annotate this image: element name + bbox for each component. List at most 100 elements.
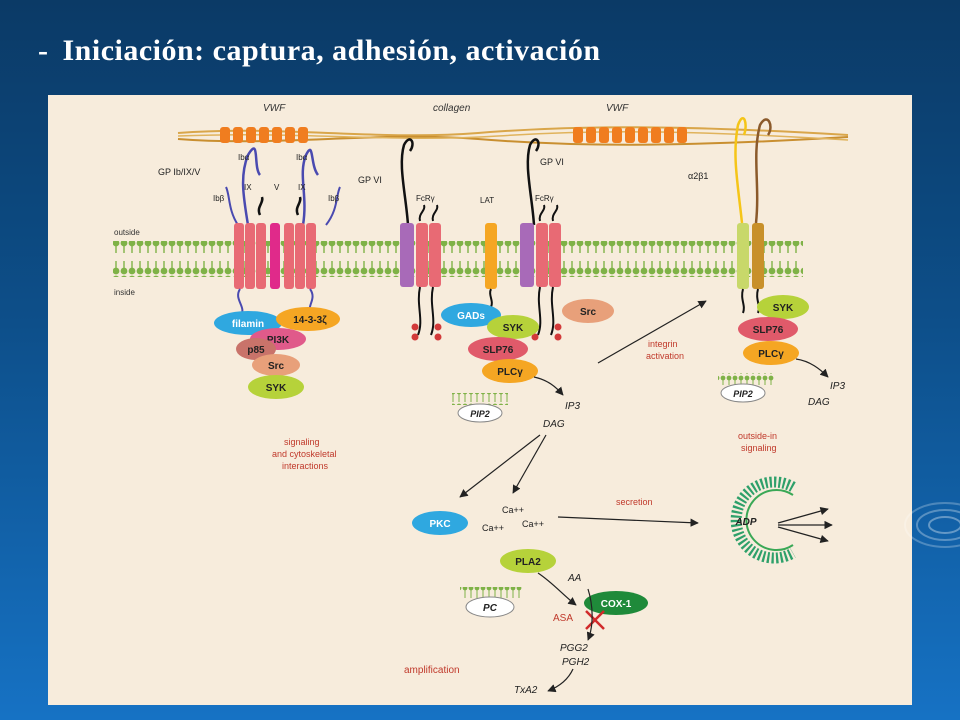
arrow-adp-release-3 xyxy=(777,526,829,544)
syk-mid-node xyxy=(487,315,539,339)
label-plc-right: PLCγ xyxy=(758,349,784,360)
label-p85: p85 xyxy=(247,345,265,356)
cox1-node xyxy=(584,591,648,615)
label-adp: ADP xyxy=(734,517,756,528)
label-syk-right: SYK xyxy=(773,303,794,314)
src-right-node xyxy=(562,299,614,323)
label-filamin: filamin xyxy=(232,319,264,330)
arrow-plc-to-ip3 xyxy=(533,376,564,396)
label-syk-left: SYK xyxy=(266,383,287,394)
label-gp-ib-ix-v: GP Ib/IX/V xyxy=(158,167,200,177)
vwf-right-molecule xyxy=(573,127,687,143)
diagram-panel: VWF collagen VWF outside inside GP Ib/IX… xyxy=(48,95,912,705)
pkc-node xyxy=(412,511,468,535)
label-txa2: TxA2 xyxy=(514,685,538,696)
label-signaling-1: signaling xyxy=(284,437,320,447)
label-fcr-left: FcRγ xyxy=(416,194,435,203)
vwf-left-molecule xyxy=(220,127,308,143)
gp-vi-left-receptor xyxy=(400,138,442,341)
gp-vi-right-receptor xyxy=(520,138,562,341)
label-integrin-1: integrin xyxy=(648,339,678,349)
arrow-secretion xyxy=(557,516,699,527)
label-pgg2: PGG2 xyxy=(560,643,588,654)
label-ip3-right: IP3 xyxy=(830,381,845,392)
src-left-node xyxy=(252,354,300,376)
lat-tail xyxy=(489,288,493,308)
label-ca-1: Ca++ xyxy=(502,505,524,515)
label-outside-in-1: outside-in xyxy=(738,431,777,441)
pc-membrane xyxy=(460,587,522,599)
title-dash: - xyxy=(38,34,49,67)
alpha2beta1-integrin xyxy=(734,117,772,314)
slide-title: -Iniciación: captura, adhesión, activaci… xyxy=(38,34,601,68)
filamin-node xyxy=(214,311,282,335)
label-pip2-mid: PIP2 xyxy=(470,409,490,419)
label-slp76-mid: SLP76 xyxy=(483,345,514,356)
label-aa: AA xyxy=(567,573,582,584)
lat-receptor xyxy=(485,223,497,289)
label-outside-in-2: signaling xyxy=(741,443,777,453)
label-syk-mid: SYK xyxy=(503,323,524,334)
label-vwf-left: VWF xyxy=(263,103,286,114)
label-secretion: secretion xyxy=(616,497,653,507)
pla2-node xyxy=(500,549,556,573)
label-signaling-3: interactions xyxy=(282,461,329,471)
label-ib-beta-1: Ibβ xyxy=(213,194,225,203)
label-fcr-right: FcRγ xyxy=(535,194,554,203)
label-signaling-2: and cytoskeletal xyxy=(272,449,337,459)
label-gp-vi-left: GP VI xyxy=(358,175,382,185)
label-pgh2: PGH2 xyxy=(562,657,590,668)
label-dag-mid: DAG xyxy=(543,419,565,430)
label-inside: inside xyxy=(114,288,135,297)
label-ib-beta-2: Ibβ xyxy=(328,194,340,203)
p85-node xyxy=(236,338,276,360)
arrow-pla2-to-aa xyxy=(537,572,577,606)
pip2-mid-node xyxy=(457,403,503,423)
plc-mid-node xyxy=(482,359,538,383)
label-gp-vi-right: GP VI xyxy=(540,157,564,167)
syk-right-node xyxy=(757,295,809,319)
label-ca-2: Ca++ xyxy=(482,523,504,533)
slp76-right-node xyxy=(738,317,798,341)
label-ca-3: Ca++ xyxy=(522,519,544,529)
label-pip2-right: PIP2 xyxy=(733,389,753,399)
label-slp76-right: SLP76 xyxy=(753,325,784,336)
platelet-signaling-diagram: VWF collagen VWF outside inside GP Ib/IX… xyxy=(113,103,849,696)
plasma-membrane xyxy=(113,241,803,277)
gads-node xyxy=(441,303,501,327)
p1433-node xyxy=(276,307,340,331)
label-outside: outside xyxy=(114,228,140,237)
label-amplification: amplification xyxy=(404,665,460,676)
pip2-right-node xyxy=(720,383,766,403)
arrow-adp-release-1 xyxy=(777,506,829,524)
arrow-integrin-activation xyxy=(597,300,707,364)
label-gads: GADs xyxy=(457,311,485,322)
label-src-left: Src xyxy=(268,361,285,372)
label-integrin-2: activation xyxy=(646,351,684,361)
label-pla2: PLA2 xyxy=(515,557,541,568)
pip2-mid-membrane xyxy=(452,393,508,405)
label-asa: ASA xyxy=(553,613,573,624)
slp76-mid-node xyxy=(468,337,528,361)
label-plc-mid: PLCγ xyxy=(497,367,523,378)
label-p1433: 14-3-3ζ xyxy=(293,315,327,326)
label-vwf-right: VWF xyxy=(606,103,629,114)
label-pkc: PKC xyxy=(429,519,450,530)
arrow-pgh2-to-txa2 xyxy=(547,668,574,693)
label-src-right: Src xyxy=(580,307,597,318)
inhibition-x-icon xyxy=(585,610,605,630)
label-pi3k: PI3K xyxy=(267,335,290,346)
title-text: Iniciación: captura, adhesión, activació… xyxy=(62,34,601,67)
adp-granule xyxy=(730,476,796,564)
label-collagen: collagen xyxy=(433,103,471,114)
arrow-ip3-to-calcium xyxy=(512,434,547,494)
label-pc: PC xyxy=(483,603,498,614)
decorative-ripple xyxy=(904,502,960,548)
arrow-plc-to-ip3-right xyxy=(795,358,829,378)
label-alpha2beta1: α2β1 xyxy=(688,171,708,181)
pip2-right-membrane xyxy=(718,373,774,385)
arrow-aa-to-pgg2 xyxy=(586,588,595,641)
label-v: V xyxy=(274,183,280,192)
label-cox1: COX-1 xyxy=(601,599,632,610)
gp-ib-ix-v-complex xyxy=(225,147,341,318)
